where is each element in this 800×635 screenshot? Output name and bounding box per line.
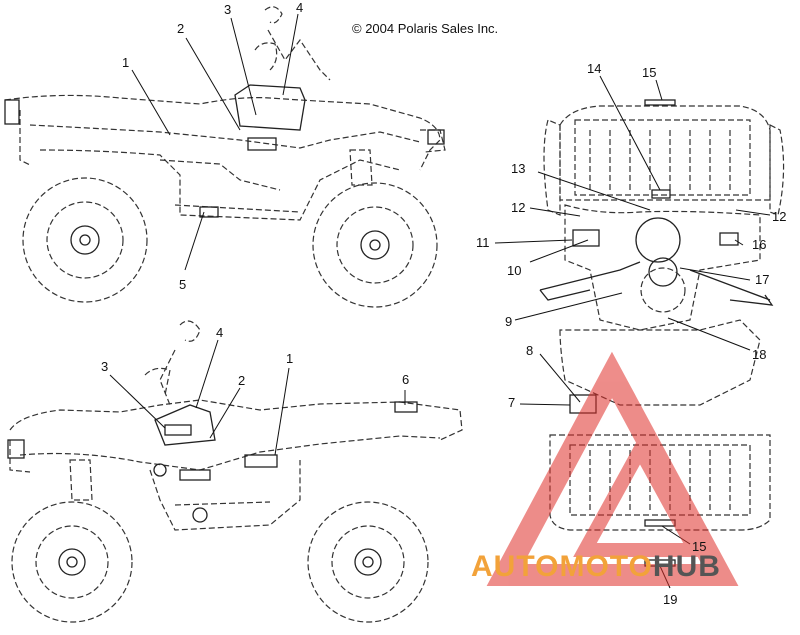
watermark-text-secondary: HUB <box>652 550 721 583</box>
callout-label: 2 <box>177 21 185 36</box>
atv-side-view-left <box>7 320 463 623</box>
callout-label: 1 <box>122 55 130 70</box>
watermark-text-primary: AUTOMOTO <box>471 550 653 583</box>
callout-label: 3 <box>101 359 109 374</box>
watermark-logo <box>486 351 739 586</box>
atv-top-view <box>494 75 785 589</box>
callout-label: 12 <box>511 200 526 215</box>
callout-label: 16 <box>752 237 767 252</box>
callout-label: 4 <box>296 0 304 15</box>
callout-label: 18 <box>752 347 767 362</box>
callout-label: 1 <box>286 351 294 366</box>
callout-label: 3 <box>224 2 232 17</box>
callout-label: 19 <box>663 592 678 607</box>
callout-label: 6 <box>402 372 410 387</box>
callout-label: 11 <box>476 235 490 250</box>
callout-label: 12 <box>772 209 787 224</box>
callout-label: 15 <box>642 65 657 80</box>
callout-label: 14 <box>587 61 602 76</box>
atv-side-view-right <box>4 6 446 308</box>
callout-label: 4 <box>216 325 224 340</box>
callout-label: 17 <box>755 272 770 287</box>
watermark-text: AUTOMOTOHUB <box>471 550 721 584</box>
callout-label: 10 <box>507 263 522 278</box>
callout-label: 13 <box>511 161 526 176</box>
callout-label: 5 <box>179 277 187 292</box>
callout-label: 7 <box>508 395 516 410</box>
callout-label: 15 <box>692 539 707 554</box>
callout-label: 2 <box>238 373 246 388</box>
callout-label: 9 <box>505 314 513 329</box>
copyright-text: © 2004 Polaris Sales Inc. <box>352 21 499 36</box>
callout-label: 8 <box>526 343 534 358</box>
